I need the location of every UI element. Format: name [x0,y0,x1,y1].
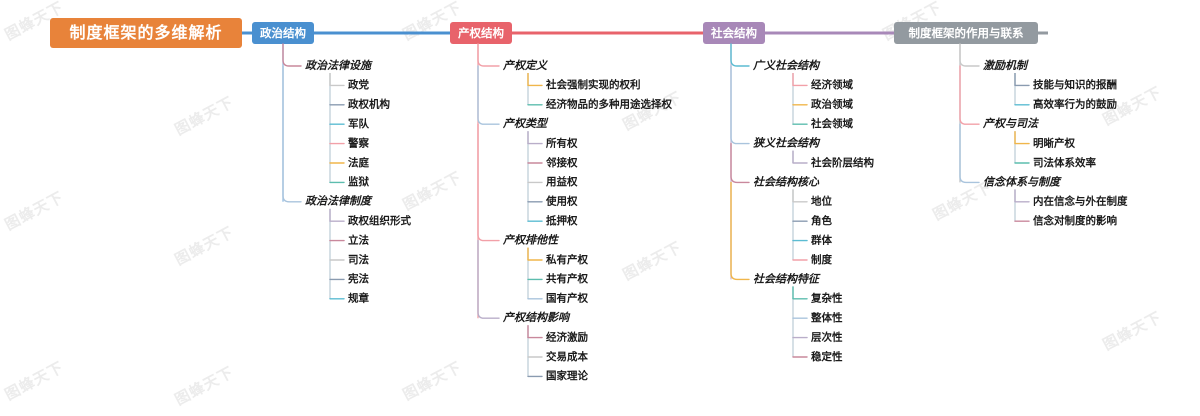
leaf-label: 经济领域 [811,78,853,91]
leaf-label: 复杂性 [810,292,843,305]
leaf-label: 邻接权 [546,156,578,169]
branch-node-2[interactable] [450,22,512,44]
leaf-label: 司法 [348,253,369,266]
leaf-label: 明晰产权 [1033,136,1075,149]
group-connector [959,65,980,125]
group-label: 政治法律制度 [305,195,373,208]
leaf-label: 法庭 [348,156,369,169]
leaf-label: 层次性 [811,330,843,343]
leaf-label: 国有产权 [546,292,588,305]
group-label: 社会结构特征 [753,272,821,285]
group-label: 广义社会结构 [752,59,821,72]
leaf-label: 私有产权 [545,253,588,266]
group-connector [477,123,500,242]
leaf-label: 国家理论 [546,369,588,382]
leaf-label: 经济物品的多种用途选择权 [546,98,672,111]
leaf-label: 所有权 [546,136,578,149]
leaf-label: 制度 [811,253,832,266]
leaf-label: 角色 [811,214,832,227]
group-connector [730,142,750,184]
group-label: 狭义社会结构 [753,137,821,150]
group-label: 产权结构影响 [502,311,571,324]
leaf-label: 交易成本 [546,350,588,363]
leaf-label: 经济激励 [546,330,588,343]
leaf-label: 政权组织形式 [348,214,411,227]
branch-node-1[interactable] [252,22,314,44]
leaf-label: 地位 [811,195,832,208]
group-connector [282,43,302,67]
leaf-label: 司法体系效率 [1033,156,1096,169]
leaf-label: 社会强制实现的权利 [545,78,641,91]
leaf-label: 监狱 [348,175,369,188]
group-connector [959,123,980,184]
group-connector [959,43,980,67]
leaf-label: 内在信念与外在制度 [1033,195,1128,208]
root-node-label: 制度框架的多维解析 [69,23,222,42]
leaf-label: 用益权 [545,175,578,188]
leaf-label: 立法 [348,233,369,246]
branch-node-label: 产权结构 [458,26,504,40]
leaf-label: 高效率行为的鼓励 [1033,98,1117,111]
branch-node-label: 制度框架的作用与联系 [909,26,1024,40]
group-label: 政治法律设施 [305,59,373,72]
group-connector [282,65,302,203]
leaf-label: 整体性 [810,311,843,324]
leaf-label: 社会领域 [810,117,853,130]
group-label: 社会结构核心 [753,175,820,188]
group-label: 产权定义 [502,59,548,72]
group-label: 信念体系与制度 [983,175,1062,188]
leaf-label: 宪法 [348,272,369,285]
branch-node-label: 政治结构 [260,26,306,40]
group-connector [730,65,750,145]
leaf-label: 技能与知识的报酬 [1033,78,1117,91]
group-connector [477,65,500,125]
branch-node-4[interactable] [894,22,1038,44]
group-connector [477,43,500,67]
leaf-label: 信念对制度的影响 [1033,214,1117,227]
branch-node-label: 社会结构 [710,26,757,40]
group-label: 产权类型 [502,117,549,130]
leaf-label: 群体 [811,233,832,246]
group-label: 产权排他性 [502,234,560,247]
group-connector [730,43,750,67]
leaf-label: 警察 [347,136,369,149]
leaf-label: 社会阶层结构 [810,156,874,169]
group-connector [730,181,750,281]
group-label: 激励机制 [983,59,1029,72]
leaf-label: 政权机构 [348,98,390,111]
leaf-label: 规章 [348,292,369,305]
group-label: 产权与司法 [982,117,1039,130]
root-node[interactable] [50,18,242,48]
leaf-label: 政治领域 [811,98,853,111]
group-connector [477,239,500,319]
leaf-label: 政党 [348,78,369,91]
leaf-label: 稳定性 [811,350,843,363]
branch-node-3[interactable] [703,22,765,44]
leaf-label: 抵押权 [546,214,578,227]
leaf-label: 使用权 [545,195,578,208]
leaf-label: 军队 [348,117,369,130]
leaf-label: 共有产权 [546,272,588,285]
